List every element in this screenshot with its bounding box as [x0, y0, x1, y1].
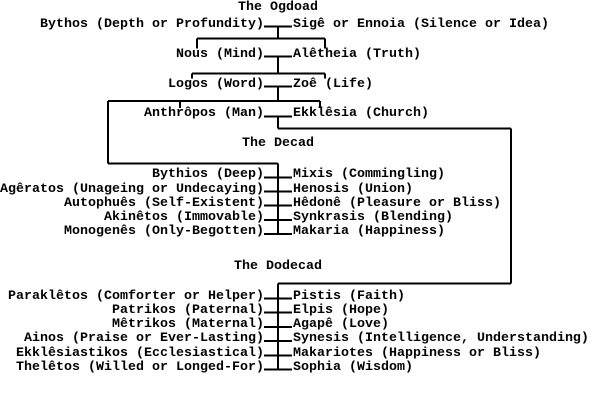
- aeon-label-left: Anthrôpos (Man): [144, 106, 264, 121]
- aeon-label-right: Agapê (Love): [293, 317, 389, 332]
- aeon-label-left: Patrikos (Paternal): [112, 303, 264, 318]
- aeon-label-left: Paraklêtos (Comforter or Helper): [8, 289, 264, 304]
- aeon-label-right: Sophia (Wisdom): [293, 360, 413, 375]
- aeon-label-left: Thelêtos (Willed or Longed-For): [16, 360, 264, 375]
- aeon-label-left: Logos (Word): [168, 77, 264, 92]
- section-title: The Decad: [242, 136, 314, 151]
- aeon-label-left: Agêratos (Unageing or Undecaying): [0, 182, 264, 197]
- aeon-label-left: Akinêtos (Immovable): [104, 210, 264, 225]
- aeon-label-left: Autophuês (Self-Existent): [64, 196, 264, 211]
- aeon-label-right: Hêdonê (Pleasure or Bliss): [293, 196, 501, 211]
- aeon-label-right: Pistis (Faith): [293, 289, 405, 304]
- section-title: The Dodecad: [234, 259, 322, 274]
- aeon-label-left: Bythos (Depth or Profundity): [40, 17, 264, 32]
- aeon-label-left: Nous (Mind): [176, 47, 264, 62]
- aeon-label-left: Mêtrikos (Maternal): [112, 317, 264, 332]
- aeon-label-right: Henosis (Union): [293, 182, 413, 197]
- aeon-label-left: Ekklêsiastikos (Ecclesiastical): [16, 346, 264, 361]
- aeon-label-right: Alêtheia (Truth): [293, 47, 421, 62]
- aeon-label-right: Zoê (Life): [293, 77, 373, 92]
- aeon-label-right: Makaria (Happiness): [293, 224, 445, 239]
- aeon-label-right: Sigê or Ennoia (Silence or Idea): [293, 17, 549, 32]
- section-title: The Ogdoad: [238, 0, 318, 15]
- aeon-label-right: Synkrasis (Blending): [293, 210, 453, 225]
- aeon-label-right: Makariotes (Happiness or Bliss): [293, 346, 541, 361]
- aeon-label-right: Synesis (Intelligence, Understanding): [293, 331, 589, 346]
- aeon-label-left: Bythios (Deep): [152, 167, 264, 182]
- aeon-label-left: Monogenês (Only-Begotten): [64, 224, 264, 239]
- aeon-label-right: Elpis (Hope): [293, 303, 389, 318]
- aeon-label-right: Mixis (Commingling): [293, 167, 445, 182]
- aeon-label-right: Ekklêsia (Church): [293, 106, 429, 121]
- aeon-label-left: Ainos (Praise or Ever-Lasting): [24, 331, 264, 346]
